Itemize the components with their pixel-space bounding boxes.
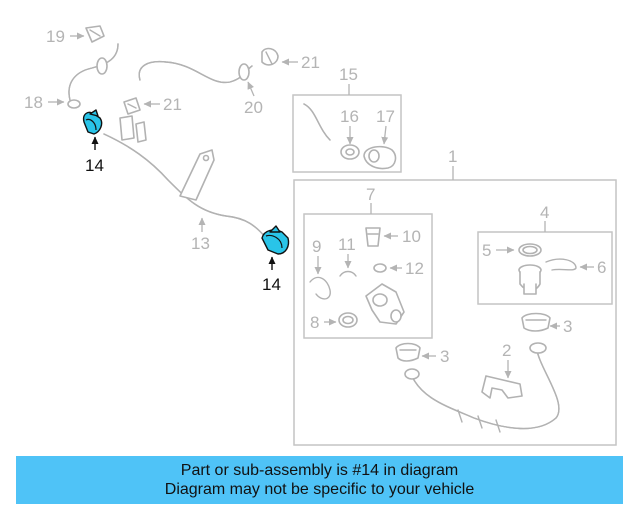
clamp-3-right: [521, 312, 551, 332]
clip-11: [339, 270, 357, 277]
clip-6: [545, 258, 577, 271]
callout-10: 10: [402, 227, 421, 246]
hose-1: [404, 342, 560, 433]
sensor-10: [365, 227, 381, 247]
pipe-13: [103, 115, 267, 239]
callout-7: 7: [366, 185, 375, 204]
banner-line-2: Diagram may not be specific to your vehi…: [164, 481, 475, 498]
housing-7: [365, 283, 405, 325]
clamp-14-upper: [82, 109, 103, 135]
oring-12: [373, 263, 387, 273]
callout-19: 19: [46, 27, 65, 46]
group-box-1: [293, 179, 617, 446]
callout-15: 15: [339, 65, 358, 84]
parts-diagram: 19 18 21 21 20 13 15 16 17 1 7 4 10 11 1…: [24, 25, 617, 446]
callout-4: 4: [540, 203, 549, 222]
hose-18: [67, 43, 119, 109]
leader-17: [381, 125, 389, 145]
callout-21-upper: 21: [301, 53, 320, 72]
callout-2: 2: [502, 341, 511, 360]
callout-6: 6: [597, 258, 606, 277]
callout-18: 18: [24, 93, 43, 112]
callout-13: 13: [191, 234, 210, 253]
clamp-21-upper: [261, 47, 279, 66]
callout-14-upper: 14: [85, 156, 104, 175]
clamp-16: [340, 144, 360, 160]
group-box-7: [303, 213, 433, 339]
callout-1: 1: [448, 147, 457, 166]
hose-20: [138, 60, 253, 84]
clamp-14-lower: [261, 225, 290, 255]
leader-20: [247, 81, 255, 97]
callout-11: 11: [338, 235, 356, 254]
connector-4: [518, 264, 542, 295]
callout-21-lower: 21: [163, 95, 182, 114]
group-box-4: [477, 231, 613, 305]
clamp-19: [85, 25, 105, 43]
oring-5: [518, 243, 542, 257]
oring-8: [338, 312, 358, 328]
callout-17: 17: [376, 107, 395, 126]
callout-5: 5: [482, 241, 491, 260]
callout-20: 20: [244, 98, 263, 117]
callout-12: 12: [405, 259, 424, 278]
connector-17: [363, 145, 397, 170]
banner-line-1: Part or sub-assembly is #14 in diagram: [180, 462, 459, 479]
callout-3-left: 3: [440, 347, 449, 366]
group-box-15: [292, 94, 402, 173]
info-banner: Part or sub-assembly is #14 in diagram D…: [16, 456, 623, 504]
callout-9: 9: [312, 237, 321, 256]
bracket-2: [481, 375, 523, 399]
callout-3-right: 3: [563, 317, 572, 336]
hose-15: [303, 103, 331, 141]
callout-16: 16: [340, 107, 359, 126]
callout-14-lower: 14: [262, 275, 281, 294]
clip-9: [309, 276, 331, 300]
clamp-3-left: [395, 342, 421, 362]
clamp-21-lower: [123, 97, 141, 115]
callout-8: 8: [310, 313, 319, 332]
